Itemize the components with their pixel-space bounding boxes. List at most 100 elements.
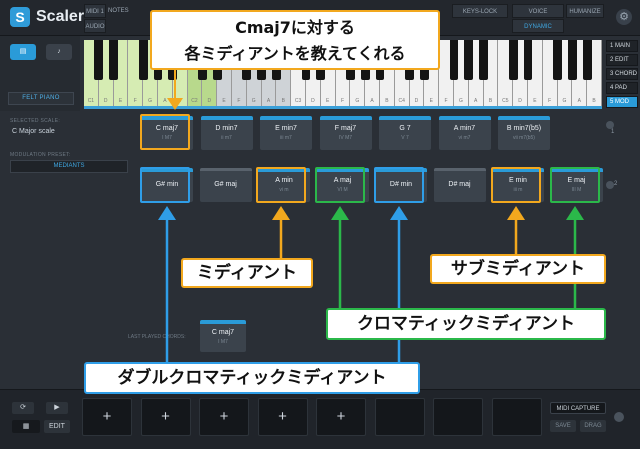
key-label: A bbox=[370, 98, 374, 104]
tab-chord[interactable]: 3 CHORD bbox=[606, 68, 638, 80]
tab-main[interactable]: 1 MAIN bbox=[606, 40, 638, 52]
chord-degree: vii m7(b5) bbox=[513, 135, 535, 141]
chord-degree: VI M bbox=[337, 187, 348, 193]
modulation-preset-select[interactable]: MEDIANTS bbox=[10, 160, 128, 173]
arrow-to-a-min bbox=[272, 206, 290, 259]
chord-degree: V 7 bbox=[401, 135, 409, 141]
chord-pad[interactable]: B min7(b5)vii m7(b5) bbox=[498, 116, 550, 150]
loop-icon[interactable]: ⟳ bbox=[12, 402, 34, 414]
keyboard-highlight-strip bbox=[84, 106, 602, 109]
voice-grouping-value[interactable]: DYNAMIC bbox=[512, 19, 564, 33]
key-label: E bbox=[429, 98, 433, 104]
chord-name: D# min bbox=[389, 181, 413, 188]
key-label: D bbox=[207, 98, 212, 104]
key-label: B bbox=[592, 98, 596, 104]
play-icon[interactable]: ▶ bbox=[46, 402, 68, 414]
black-key[interactable] bbox=[479, 40, 489, 80]
midi-capture-button[interactable]: MIDI CAPTURE bbox=[550, 402, 606, 414]
midi-1-button[interactable]: MIDI 1 bbox=[84, 4, 106, 18]
last-played-chord[interactable]: C maj7 I M7 bbox=[200, 320, 246, 352]
capture-slot[interactable]: + bbox=[316, 398, 366, 436]
chord-name: F maj7 bbox=[334, 125, 357, 132]
drag-button[interactable]: DRAG bbox=[580, 420, 606, 432]
black-key[interactable] bbox=[508, 40, 518, 80]
edit-button[interactable]: EDIT bbox=[44, 420, 70, 433]
capture-slot[interactable]: + bbox=[82, 398, 132, 436]
humanize-button[interactable]: HUMANIZE bbox=[566, 4, 604, 18]
key-label: B bbox=[385, 98, 389, 104]
key-label: F bbox=[340, 98, 345, 104]
key-label: F bbox=[237, 98, 241, 104]
chord-degree: vi m7 bbox=[458, 135, 471, 141]
key-label: C4 bbox=[398, 98, 405, 104]
gear-icon[interactable]: ⚙ bbox=[616, 9, 632, 25]
capture-slot[interactable] bbox=[374, 398, 425, 436]
callout-mediant: ミディアント bbox=[181, 258, 313, 288]
key-label: A bbox=[474, 98, 478, 104]
chord-name: G 7 bbox=[399, 125, 411, 132]
audio-button[interactable]: AUDIO bbox=[84, 19, 106, 33]
key-label: E bbox=[118, 98, 123, 104]
piano-icon[interactable]: ▤ bbox=[10, 44, 36, 60]
tab-edit[interactable]: 2 EDIT bbox=[606, 54, 638, 66]
black-key[interactable] bbox=[582, 40, 592, 80]
key-label: B bbox=[488, 98, 493, 104]
tab-mod[interactable]: 5 MOD bbox=[606, 96, 638, 108]
guitar-icon[interactable]: ♪ bbox=[46, 44, 72, 60]
callout-top: Cmaj7に対する 各ミディアントを教えてくれる bbox=[150, 10, 440, 70]
capture-slot[interactable]: + bbox=[140, 398, 191, 436]
grid-icon[interactable]: ▦ bbox=[12, 420, 40, 433]
row-1-knob[interactable] bbox=[606, 121, 614, 129]
chord-degree: iii m bbox=[513, 187, 523, 193]
black-key[interactable] bbox=[523, 40, 533, 80]
key-label: D bbox=[518, 98, 522, 104]
key-label: E bbox=[326, 98, 330, 104]
scaler-logo: S bbox=[10, 7, 30, 27]
black-key[interactable] bbox=[464, 40, 474, 80]
key-label: D bbox=[103, 98, 108, 104]
keys-lock-button[interactable]: KEYS-LOCK bbox=[452, 4, 508, 18]
master-knob[interactable] bbox=[614, 412, 624, 422]
capture-slot[interactable]: + bbox=[257, 398, 308, 436]
key-label: F bbox=[548, 98, 552, 104]
black-key[interactable] bbox=[553, 40, 563, 80]
app-title: Scaler bbox=[36, 8, 85, 25]
black-key[interactable] bbox=[109, 40, 119, 80]
capture-slot[interactable] bbox=[433, 398, 483, 436]
chord-pad[interactable]: G# min bbox=[141, 168, 193, 202]
black-key[interactable] bbox=[138, 40, 148, 80]
row-2-knob[interactable] bbox=[606, 181, 614, 189]
piano-keyboard[interactable]: C1DEFGABC2DEFGABC3DEFGABC4DEFGABC5DEFGAB bbox=[84, 40, 602, 106]
black-key[interactable] bbox=[567, 40, 577, 80]
black-key[interactable] bbox=[449, 40, 459, 80]
black-key[interactable] bbox=[94, 40, 104, 80]
tab-pad[interactable]: 4 PAD bbox=[606, 82, 638, 94]
chord-name: A min bbox=[275, 177, 293, 184]
selected-scale-value[interactable]: C Major scale bbox=[12, 128, 55, 135]
instrument-select[interactable]: FELT PIANO bbox=[8, 92, 74, 105]
chord-pad[interactable]: G# maj bbox=[199, 168, 252, 202]
capture-slot[interactable] bbox=[491, 398, 542, 436]
chord-pad[interactable]: D# min bbox=[375, 168, 427, 202]
chord-name: D min7 bbox=[215, 125, 238, 132]
chord-pad[interactable]: D# maj bbox=[433, 168, 486, 202]
chord-name: C maj7 bbox=[155, 125, 179, 132]
save-button[interactable]: SAVE bbox=[550, 420, 576, 432]
chord-name: E maj bbox=[567, 177, 586, 184]
chord-pad[interactable]: G 7 V 7 bbox=[379, 116, 431, 150]
chord-name: D# maj bbox=[448, 181, 471, 188]
capture-slot[interactable]: + bbox=[199, 398, 249, 436]
row-1-number: 1 bbox=[611, 129, 615, 135]
notes-label: NOTES bbox=[108, 4, 144, 18]
chord-degree: I M7 bbox=[218, 339, 228, 345]
key-label: C5 bbox=[502, 98, 509, 104]
